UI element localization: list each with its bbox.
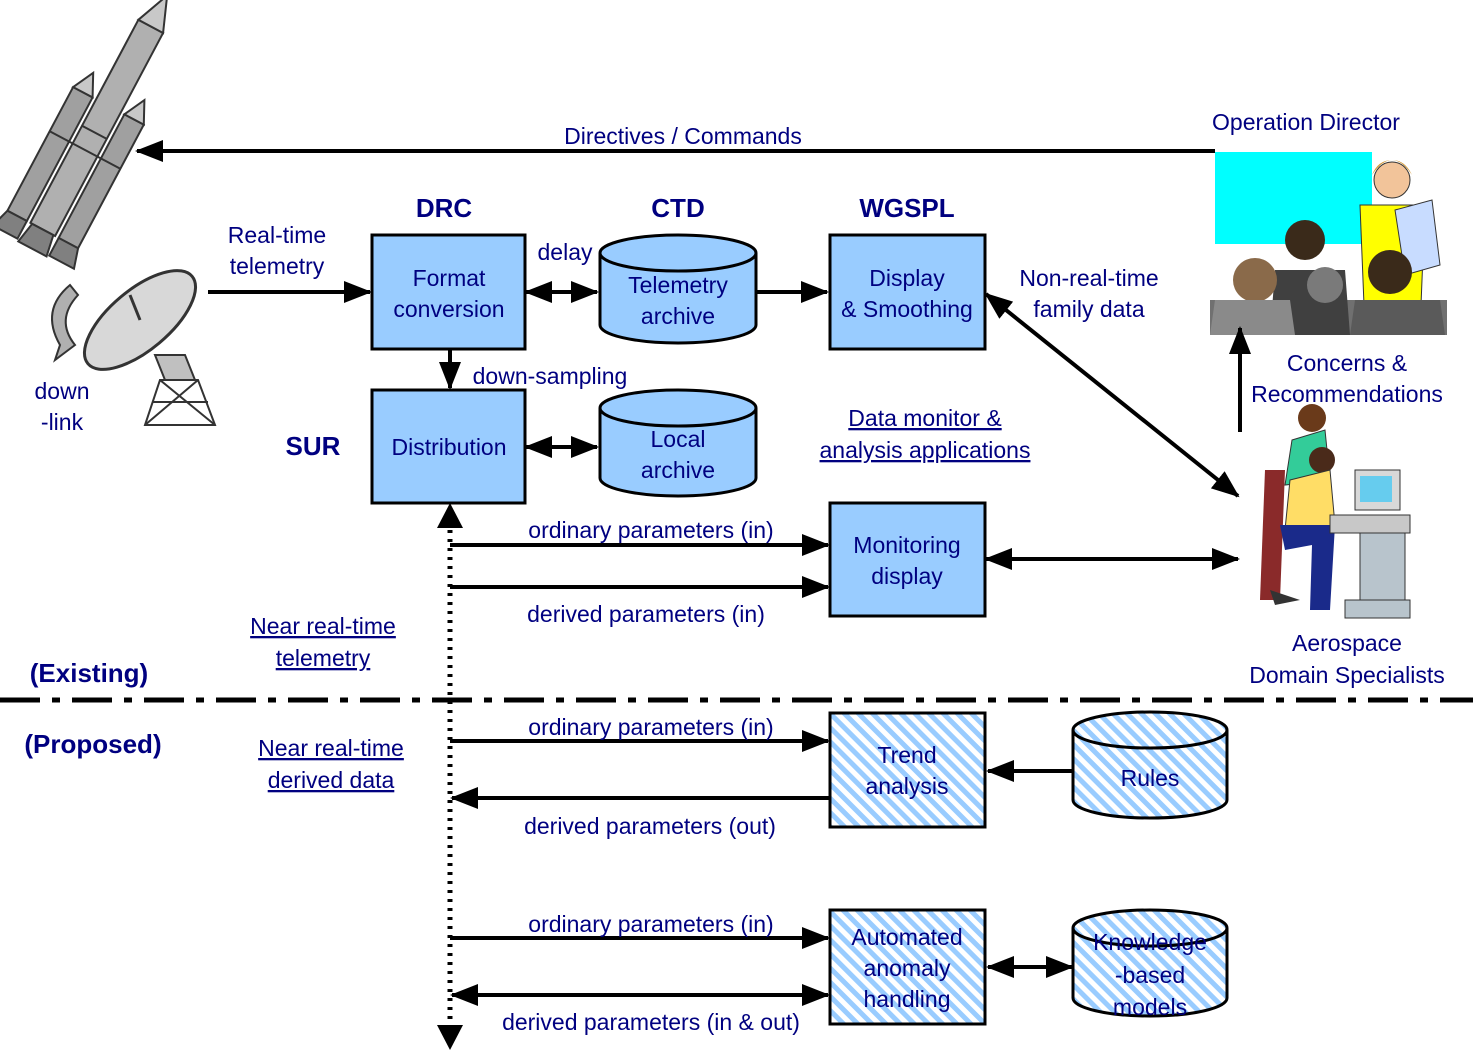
near-realtime-derived-label-2: derived data (268, 767, 395, 793)
distribution-label: Distribution (391, 434, 506, 460)
near-realtime-derived-label-1: Near real-time (258, 735, 404, 761)
down-sampling-label: down-sampling (473, 363, 628, 389)
monitoring-display-box (828, 501, 987, 618)
knowledge-label-3: models (1113, 994, 1187, 1020)
trend-analysis-box (828, 711, 987, 829)
knowledge-models-cylinder (1071, 908, 1229, 1018)
anomaly-label-1: Automated (851, 924, 962, 950)
directives-label: Directives / Commands (564, 123, 802, 149)
nonrealtime-arrow (984, 292, 1240, 498)
rules-label: Rules (1121, 765, 1180, 791)
knowledge-label-2: -based (1115, 962, 1185, 988)
derived-inout-label: derived parameters (in & out) (502, 1009, 800, 1035)
monitoring-label-1: Monitoring (853, 532, 960, 558)
operation-director-illustration (1210, 152, 1447, 335)
distribution-box (370, 388, 527, 505)
data-monitor-label-1: Data monitor & (848, 405, 1001, 431)
realtime-label-1: Real-time (228, 222, 326, 248)
anomaly-label-3: handling (864, 986, 951, 1012)
near-realtime-telemetry-label-2: telemetry (276, 645, 371, 671)
display-label-1: Display (869, 265, 945, 291)
rocket-icon (0, 0, 169, 271)
nonrealtime-label-2: family data (1033, 296, 1144, 322)
local-archive-cylinder (598, 388, 758, 498)
format-label-2: conversion (393, 296, 504, 322)
telemetry-archive-cylinder (598, 233, 758, 345)
derived-out-label: derived parameters (out) (524, 813, 776, 839)
bus-arrow-up (437, 503, 463, 528)
trend-label-2: analysis (865, 773, 948, 799)
display-label-2: & Smoothing (841, 296, 973, 322)
knowledge-label-1: Knowledge (1093, 929, 1207, 955)
rules-cylinder (1071, 710, 1229, 820)
operation-director-label: Operation Director (1212, 109, 1400, 135)
downlink-label-1: down (35, 378, 90, 404)
aerospace-label-1: Aerospace (1292, 630, 1402, 656)
near-realtime-telemetry-label-1: Near real-time (250, 613, 396, 639)
ordinary-in-label-2: ordinary parameters (in) (528, 714, 773, 740)
drc-label: DRC (416, 193, 473, 223)
trend-label-1: Trend (877, 742, 936, 768)
local-archive-label-1: Local (651, 426, 706, 452)
anomaly-label-2: anomaly (864, 955, 951, 981)
ctd-label: CTD (651, 193, 704, 223)
bus-arrow-down (437, 1025, 463, 1050)
ordinary-in-label-3: ordinary parameters (in) (528, 911, 773, 937)
anomaly-handling-box (828, 908, 987, 1026)
local-archive-label-2: archive (641, 457, 715, 483)
sur-label: SUR (286, 431, 341, 461)
ordinary-in-label-1: ordinary parameters (in) (528, 517, 773, 543)
downlink-label-2: -link (41, 409, 84, 435)
derived-in-label: derived parameters (in) (527, 601, 765, 627)
existing-label: (Existing) (30, 658, 148, 688)
concerns-label-1: Concerns & (1287, 350, 1407, 376)
concerns-label-2: Recommendations (1251, 381, 1443, 407)
telemetry-archive-label-2: archive (641, 303, 715, 329)
satellite-dish-icon (51, 269, 217, 426)
realtime-label-2: telemetry (230, 253, 325, 279)
display-smoothing-box (828, 233, 987, 351)
format-label-1: Format (413, 265, 486, 291)
format-conversion-box (370, 233, 527, 351)
wgspl-label: WGSPL (859, 193, 954, 223)
delay-label: delay (538, 239, 593, 265)
aerospace-label-2: Domain Specialists (1249, 662, 1445, 688)
domain-specialists-illustration (1260, 404, 1411, 619)
nonrealtime-label-1: Non-real-time (1019, 265, 1158, 291)
telemetry-archive-label-1: Telemetry (628, 272, 728, 298)
proposed-label: (Proposed) (24, 729, 161, 759)
data-monitor-label-2: analysis applications (820, 437, 1031, 463)
monitoring-label-2: display (871, 563, 943, 589)
